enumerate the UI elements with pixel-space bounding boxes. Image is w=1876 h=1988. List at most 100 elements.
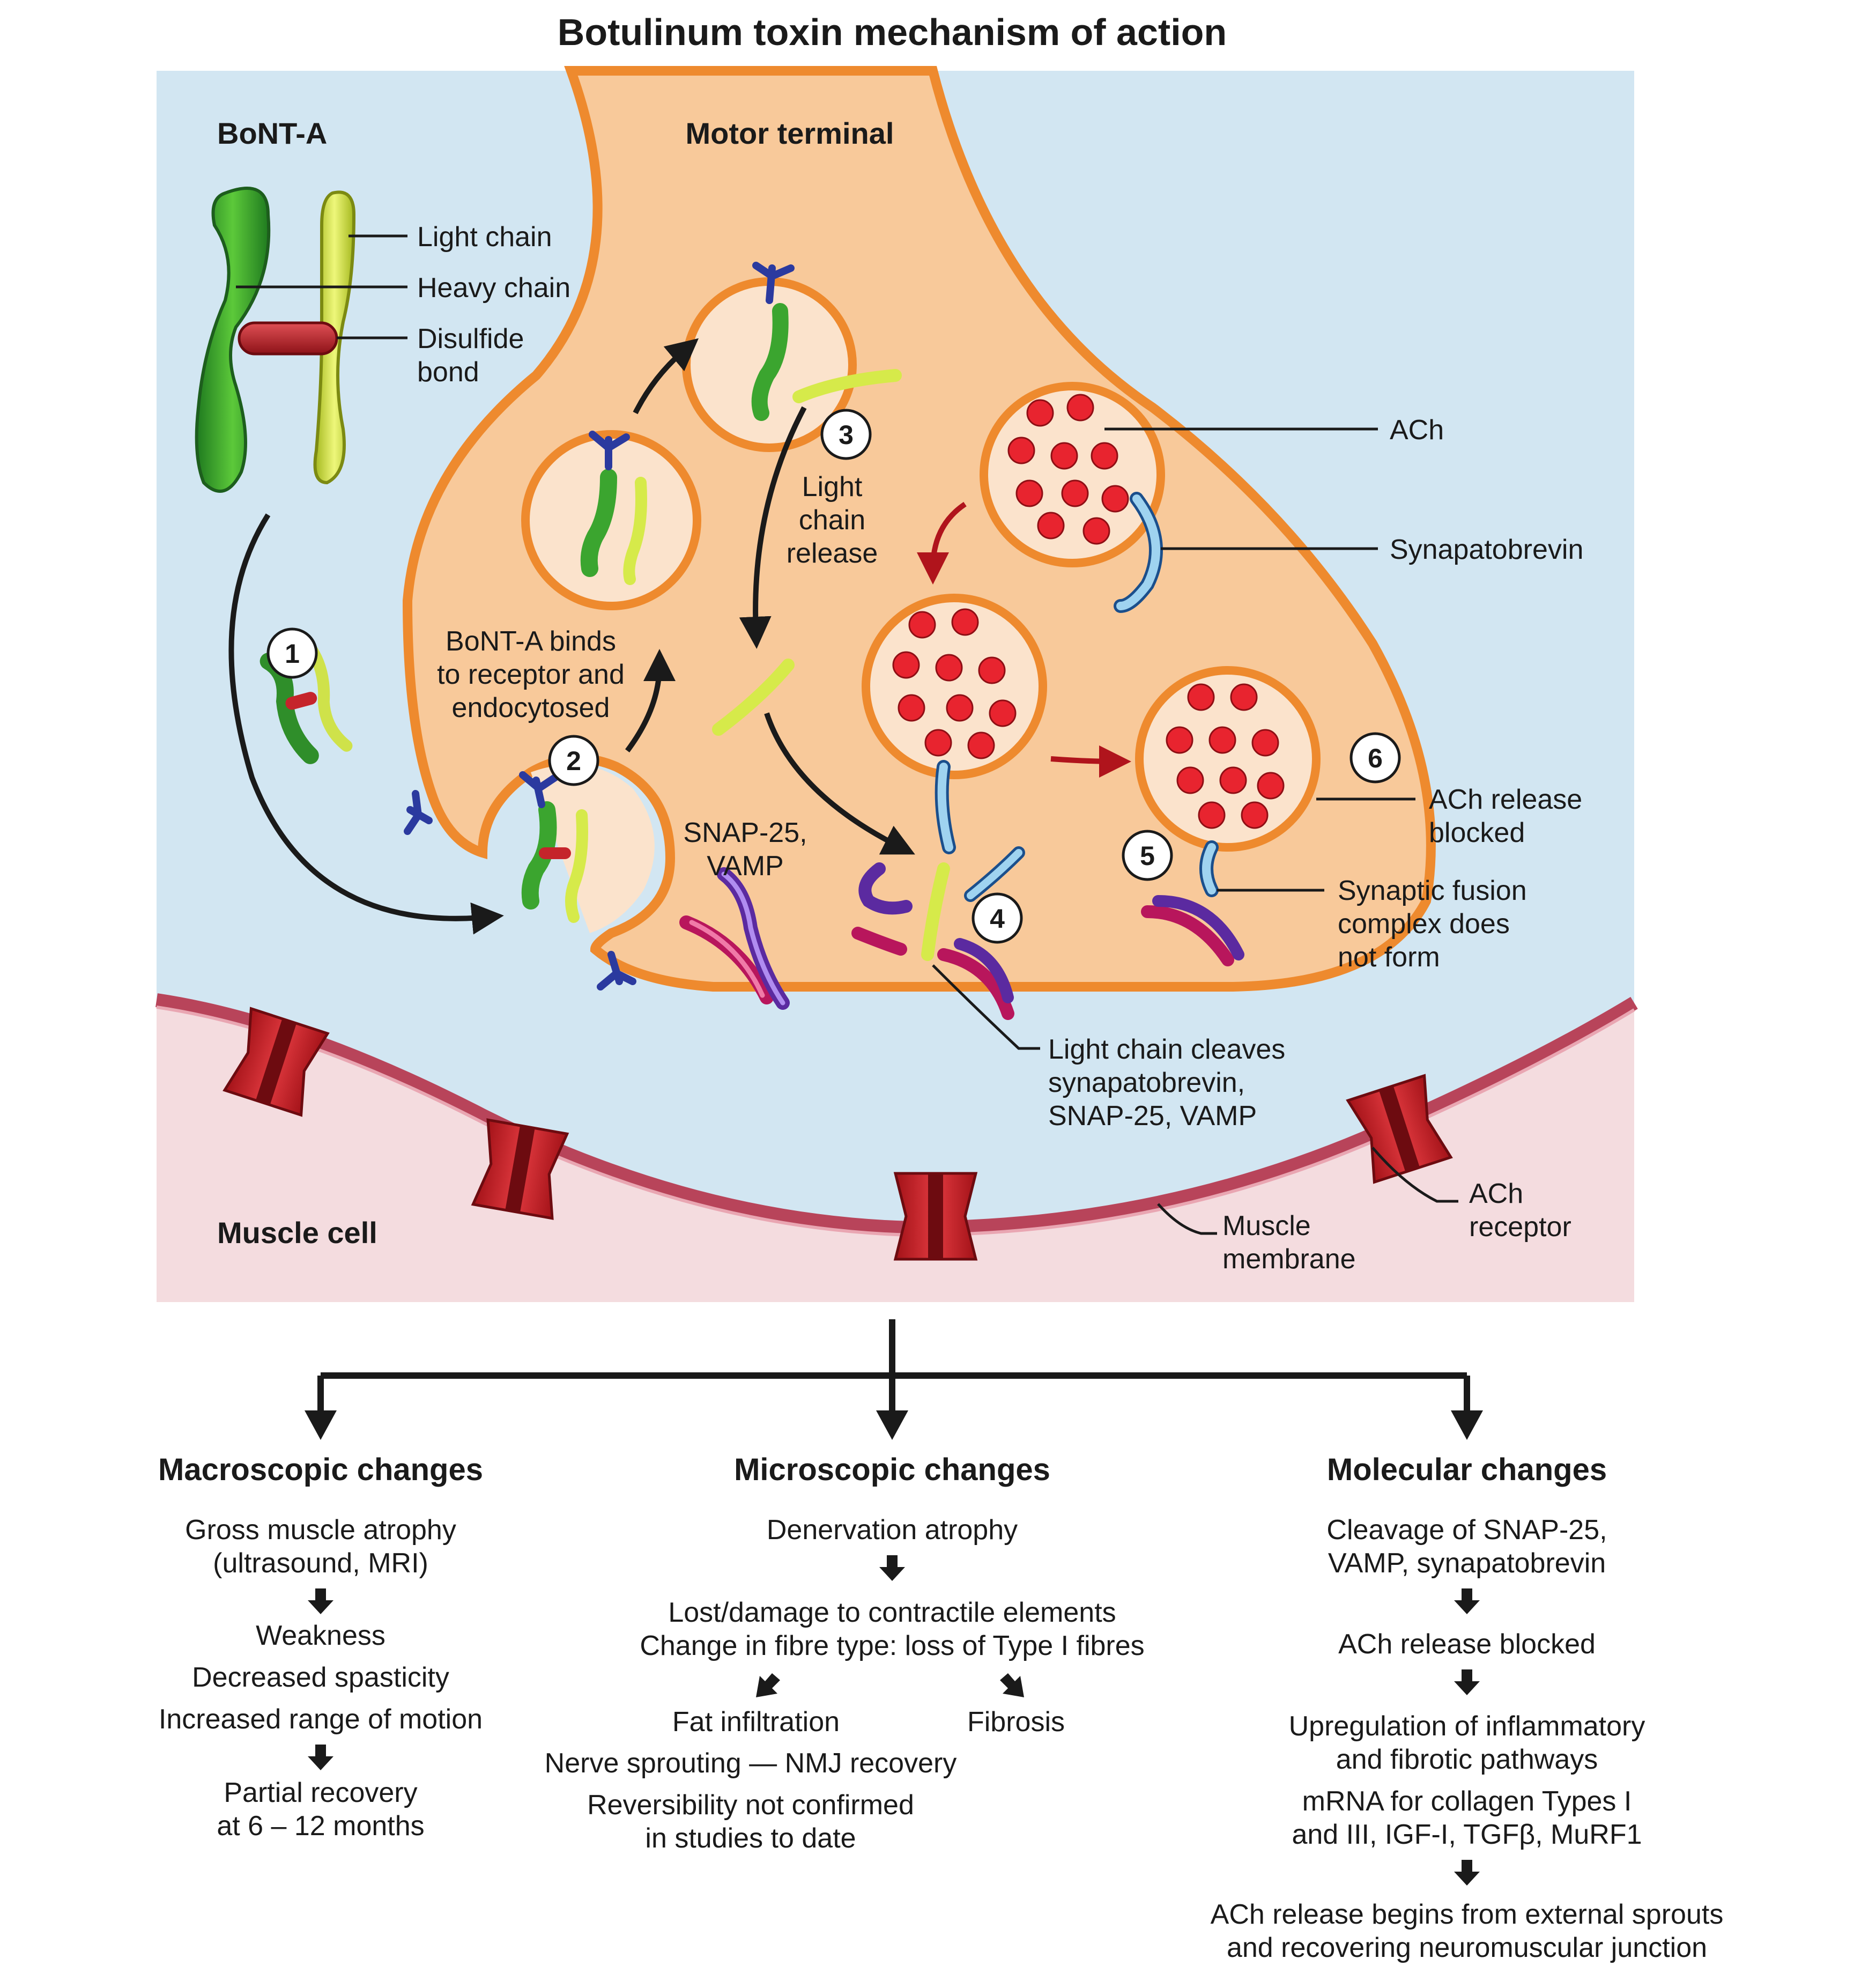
red-arrow-2: [1050, 745, 1131, 778]
macro-down-arrow-2: [308, 1745, 333, 1770]
macro-line-3: Weakness: [256, 1620, 385, 1651]
light-chain-fragment: [565, 809, 588, 923]
ach-label: ACh: [1390, 415, 1444, 446]
macro-line-1: Gross muscle atrophy: [185, 1514, 456, 1546]
molec-line-1: Cleavage of SNAP-25,: [1326, 1514, 1607, 1546]
macro-down-arrow-1: [308, 1588, 333, 1614]
molec-line-5: and fibrotic pathways: [1336, 1744, 1598, 1775]
macro-line-7: at 6 – 12 months: [217, 1810, 424, 1842]
step-4-circle: [972, 892, 1023, 944]
receptor-shape: [589, 431, 630, 470]
endocytosis-pit: [531, 764, 655, 933]
micro-down-arrow-1: [879, 1555, 905, 1581]
fusion-label-2: complex does: [1338, 908, 1510, 940]
micro-line-6: Nerve sprouting — NMJ recovery: [545, 1748, 957, 1779]
molec-down-arrow-2: [1454, 1669, 1480, 1695]
leader-lines: [236, 234, 1458, 1235]
step-4-number: 4: [990, 904, 1005, 934]
light-chain-fragment: [921, 862, 950, 961]
micro-line-1: Denervation atrophy: [767, 1514, 1018, 1546]
disulfide-bond-label: Disulfide: [417, 323, 524, 354]
receptor-shape: [597, 951, 636, 991]
molec-down-arrow-1: [1454, 1588, 1480, 1614]
snap25-vamp-complex: [1141, 895, 1244, 966]
fusion-label-1: Synaptic fusion: [1338, 875, 1527, 906]
micro-diag-arrow-right: [1000, 1673, 1024, 1697]
step-6-number: 6: [1368, 743, 1383, 773]
receptor-shape: [404, 790, 433, 835]
muscle-cell-label: Muscle cell: [217, 1216, 377, 1250]
light-chain-label: Light chain: [417, 221, 552, 253]
snap-vamp-label-1: SNAP-25,: [683, 817, 807, 848]
heavy-chain-fragment: [521, 801, 557, 910]
macro-line-5: Increased range of motion: [159, 1704, 483, 1735]
micro-line-3: Change in fibre type: loss of Type I fib…: [640, 1630, 1144, 1661]
disulfide-bond-label-2: bond: [417, 357, 479, 388]
ach-molecules: [892, 394, 1285, 829]
bont-a-molecule: [195, 187, 356, 493]
muscle-cell-region: [157, 1000, 1634, 1302]
molec-header: Molecular changes: [1327, 1452, 1607, 1487]
light-chain-fragment: [623, 477, 647, 585]
ach-receptor: [893, 1172, 978, 1261]
micro-diag-arrow-left: [756, 1673, 780, 1697]
ach-vesicle: [1135, 666, 1321, 852]
step-6-circle: [1349, 732, 1401, 784]
molec-line-4: Upregulation of inflammatory: [1289, 1711, 1645, 1742]
step-3-number: 3: [839, 420, 854, 450]
synapatobrevin-label: Synapatobrevin: [1390, 534, 1583, 565]
ach-release-blocked-label-2: blocked: [1429, 817, 1525, 848]
heavy-chain-fragment: [580, 469, 617, 577]
micro-line-4: Fat infiltration: [672, 1706, 840, 1738]
disulfide-bond-shape: [238, 321, 338, 356]
macro-line-4: Decreased spasticity: [192, 1662, 449, 1693]
muscle-membrane-label-1: Muscle: [1222, 1210, 1311, 1241]
receptor-shape: [519, 771, 559, 808]
macro-line-2: (ultrasound, MRI): [213, 1548, 428, 1579]
step-5-number: 5: [1140, 841, 1155, 871]
molec-down-arrow-3: [1454, 1860, 1480, 1886]
step2-label-1: BoNT-A binds: [446, 626, 616, 657]
fusion-label-3: not form: [1338, 942, 1440, 973]
molec-line-8: ACh release begins from external sprouts: [1211, 1899, 1724, 1930]
snap25-vamp-complex: [679, 867, 790, 1010]
ach-vesicle: [862, 594, 1047, 779]
macro-line-6: Partial recovery: [224, 1777, 417, 1808]
ach-receptor: [471, 1118, 569, 1220]
snap25-vamp-fragments: [851, 862, 1014, 1020]
arrow-pit-to-vesicle: [625, 649, 676, 752]
heavy-chain-label: Heavy chain: [417, 272, 570, 304]
step-2-circle: [548, 735, 599, 786]
molec-line-9: and recovering neuromuscular junction: [1227, 1932, 1707, 1963]
arrow-to-cleavage: [764, 712, 915, 855]
macro-header: Macroscopic changes: [158, 1452, 483, 1487]
step3-label-3: release: [787, 538, 878, 569]
branch-arrowheads: [305, 1410, 1483, 1440]
ach-receptor: [223, 1007, 330, 1117]
step-3-circle: [820, 409, 872, 460]
cleaves-label-3: SNAP-25, VAMP: [1048, 1100, 1257, 1132]
micro-line-5: Fibrosis: [967, 1706, 1065, 1738]
molec-line-6: mRNA for collagen Types I: [1302, 1786, 1632, 1817]
ach-release-blocked-label-1: ACh release: [1429, 784, 1582, 815]
step3-label-1: Light: [802, 471, 863, 502]
heavy-chain-shape: [195, 187, 271, 493]
disulfide-bond-fragment: [539, 847, 571, 859]
bont-a-label: BoNT-A: [217, 116, 327, 150]
receptor-shape: [752, 262, 795, 304]
molec-line-2: VAMP, synapatobrevin: [1328, 1548, 1606, 1579]
micro-line-2: Lost/damage to contractile elements: [668, 1597, 1116, 1628]
step2-label-2: to receptor and: [437, 659, 625, 690]
snap-vamp-label-2: VAMP: [707, 851, 784, 882]
muscle-membrane-label-2: membrane: [1222, 1244, 1356, 1275]
step3-label-2: chain: [799, 505, 865, 536]
cleaves-label-2: synapatobrevin,: [1048, 1067, 1245, 1098]
cleaves-label-1: Light chain cleaves: [1048, 1034, 1285, 1065]
molec-line-7: and III, IGF-I, TGFβ, MuRF1: [1292, 1819, 1642, 1850]
branch-connector: [317, 1319, 1470, 1416]
heavy-chain-fragment: [751, 303, 789, 421]
arrow-light-chain-release: [739, 406, 807, 649]
step-1-number: 1: [285, 639, 300, 669]
diagram-title: Botulinum toxin mechanism of action: [558, 11, 1227, 53]
